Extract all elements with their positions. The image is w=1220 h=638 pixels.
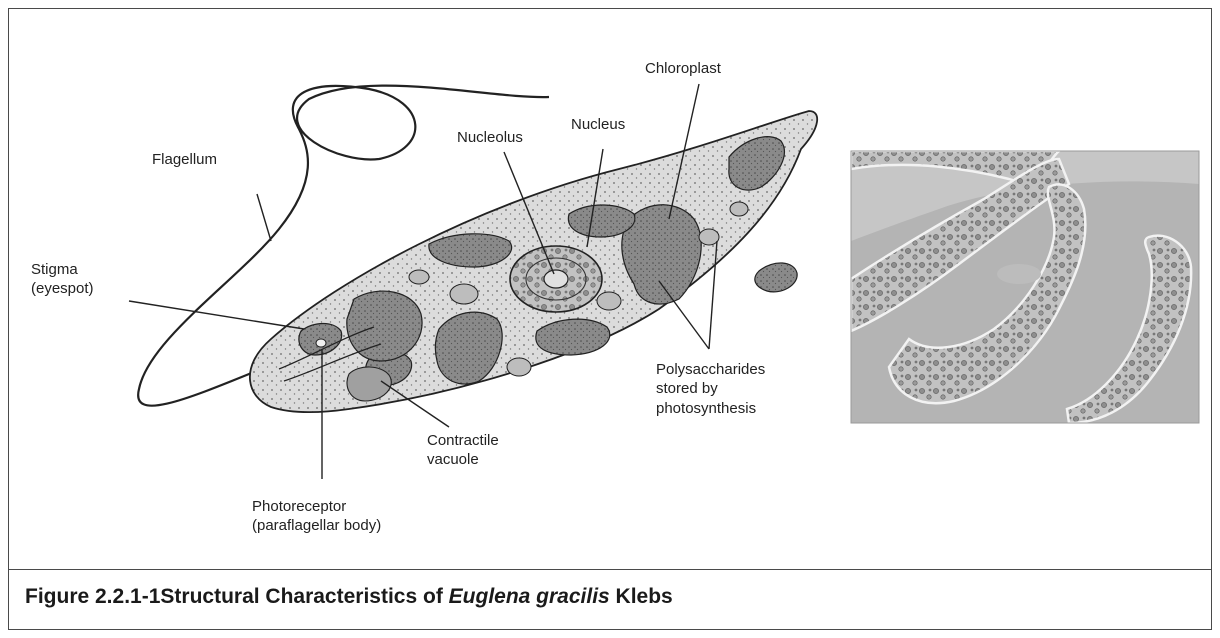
micrograph <box>851 151 1199 423</box>
label-photoreceptor-2: (paraflagellar body) <box>252 517 381 534</box>
label-chloroplast: Chloroplast <box>645 60 722 77</box>
photoreceptor <box>316 339 326 347</box>
label-nucleus: Nucleus <box>571 116 625 133</box>
leader-flagellum <box>257 194 271 241</box>
label-polysaccharides-2: stored by <box>656 380 718 397</box>
label-flagellum: Flagellum <box>152 151 217 168</box>
nucleolus <box>544 270 568 288</box>
euglena-diagram: Flagellum Stigma (eyespot) Nucleolus Nuc… <box>9 9 1210 569</box>
leader-stigma <box>129 301 304 329</box>
label-nucleolus: Nucleolus <box>457 129 523 146</box>
caption-number: Figure 2.2.1-1 <box>25 585 160 608</box>
caption-species: Euglena gracilis <box>449 585 610 608</box>
label-contractile: Contractile <box>427 432 499 449</box>
label-stigma-sub: (eyespot) <box>31 280 94 297</box>
nucleus <box>510 246 602 312</box>
caption-text: Structural Characteristics of <box>160 585 448 608</box>
diagram-panel: Flagellum Stigma (eyespot) Nucleolus Nuc… <box>9 9 1210 569</box>
figure-caption: Figure 2.2.1-1Structural Characteristics… <box>25 585 673 609</box>
label-contractile-2: vacuole <box>427 451 479 468</box>
caption-divider <box>9 569 1211 570</box>
label-polysaccharides-3: photosynthesis <box>656 400 756 417</box>
figure-frame: Flagellum Stigma (eyespot) Nucleolus Nuc… <box>8 8 1212 630</box>
caption-author: Klebs <box>610 585 673 608</box>
label-stigma: Stigma <box>31 261 78 278</box>
label-polysaccharides: Polysaccharides <box>656 361 765 378</box>
label-photoreceptor: Photoreceptor <box>252 498 346 515</box>
